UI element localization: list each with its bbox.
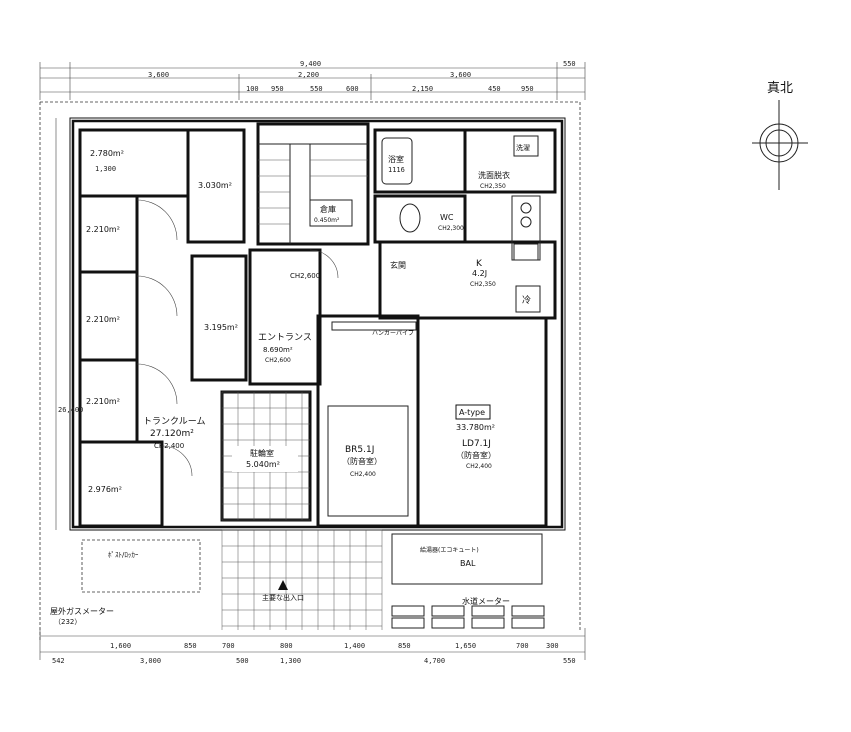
dim-bottom-1-3: 700 (222, 642, 235, 650)
water-meter-box (511, 617, 545, 629)
dim-top-sub-7: 950 (521, 85, 534, 93)
ld-sub: （防音室） (456, 450, 496, 460)
dim-top-total: 9,400 (300, 60, 321, 68)
bal-label: BAL (460, 559, 476, 568)
dim-top-sub-5: 2,150 (412, 85, 433, 93)
water-meter-box (391, 605, 425, 617)
dim-top-sub-6: 450 (488, 85, 501, 93)
br-name: BR5.1J (345, 445, 374, 455)
wc-ch: CH2,300 (438, 225, 464, 232)
storage5-area: 2.210m² (86, 397, 120, 406)
left-dimensions: 26,400 (55, 118, 83, 530)
kura-name: 倉庫 (320, 204, 336, 214)
water-meter-box (431, 605, 465, 617)
dim-bottom-1-2: 850 (184, 642, 197, 650)
wash-name: 洗面脱衣 (478, 170, 510, 180)
storage1-sub: 1,300 (95, 165, 116, 173)
dim-bottom-1-1: 1,600 (110, 642, 131, 650)
dim-top-1: 3,600 (148, 71, 169, 79)
dim-bottom-1-7: 1,650 (455, 642, 476, 650)
bike-room-name: 駐輪室 (250, 448, 274, 458)
main-entrance-label: 主要な出入口 (262, 593, 304, 602)
kitchen-ch: CH2,350 (470, 281, 496, 288)
bike-room-area: 5.040m² (246, 460, 280, 469)
washing-label: 洗濯 (516, 143, 530, 152)
gas-meter-sub: （232） (54, 618, 81, 626)
dim-top-right-extra: 550 (563, 60, 576, 68)
dim-top-sub-2: 950 (271, 85, 284, 93)
wet-area: 浴室 1116 洗面脱衣 CH2,350 洗濯 WC CH2,300 (373, 128, 557, 244)
dim-bottom-1-5: 1,400 (344, 642, 365, 650)
dim-top-sub-4: 600 (346, 85, 359, 93)
trunk-room-ch: CH2,400 (154, 442, 184, 450)
approach: 主要な出入口 ﾎﾟｽﾄ/ﾛｯｶｰ (81, 529, 383, 630)
dim-top-sub-3: 550 (310, 85, 323, 93)
dim-bottom-1-4: 800 (280, 642, 293, 650)
entrance-name: エントランス (258, 332, 312, 343)
dim-top-sub-1: 100 (246, 85, 259, 93)
trunk-room-name: トランクルーム (143, 416, 205, 427)
trunk-room-area: 27.120m² (150, 429, 194, 439)
bedroom: BR5.1J （防音室） CH2,400 ハンガーパイプ (316, 314, 420, 528)
bath-name: 浴室 (388, 154, 404, 164)
storage-mid-area: 3.195m² (204, 323, 238, 332)
atype-area: 33.780m² (456, 423, 495, 432)
living-dining: A-type 33.780m² LD7.1J （防音室） CH2,400 (416, 316, 548, 528)
storage3-area: 2.210m² (86, 225, 120, 234)
genkan-name: 玄関 (390, 260, 406, 270)
bath-size: 1116 (388, 166, 405, 174)
dim-bottom-1-9: 300 (546, 642, 559, 650)
water-meter-label: 水道メーター (462, 596, 510, 606)
fridge-label: 冷 (522, 294, 531, 306)
storage1-area: 2.780m² (90, 149, 124, 158)
storage4-area: 2.210m² (86, 315, 120, 324)
water-meter-box (511, 605, 545, 617)
dim-bottom-1-8: 700 (516, 642, 529, 650)
water-meter-box (471, 617, 505, 629)
hall-ch: CH2,600 (290, 272, 320, 280)
dim-bottom-1-6: 850 (398, 642, 411, 650)
water-meter-box (431, 617, 465, 629)
kitchen-size: 4.2J (472, 269, 487, 278)
entrance-area: 8.690m² (263, 346, 293, 354)
balcony: 給湯器(エコキュート) BAL (391, 533, 543, 585)
atype-label: A-type (459, 408, 485, 417)
entrance-ch: CH2,600 (265, 357, 291, 364)
north-arrow: 真北 (752, 81, 808, 190)
gas-meter-label: 屋外ガスメーター (50, 606, 114, 616)
kitchen-name: K (476, 259, 483, 269)
bal-note: 給湯器(エコキュート) (420, 546, 479, 554)
meters: 屋外ガスメーター （232） 水道メーター (50, 596, 545, 629)
top-dimensions: 9,400 550 3,600 2,200 3,600 100 950 550 … (39, 60, 586, 100)
storage-column: 2.780m² 1,300 3.030m² 2.210m² 2.210m² 2.… (78, 128, 248, 528)
mailbox-label: ﾎﾟｽﾄ/ﾛｯｶｰ (108, 551, 139, 559)
dim-bottom-2-2: 3,000 (140, 657, 161, 665)
water-meter-box (471, 605, 505, 617)
wash-ch: CH2,350 (480, 183, 506, 190)
dim-top-2: 2,200 (298, 71, 319, 79)
dim-left-total: 26,400 (58, 406, 83, 414)
north-label: 真北 (767, 81, 793, 96)
dim-top-3: 3,600 (450, 71, 471, 79)
storage2-area: 3.030m² (198, 181, 232, 190)
br-sub: （防音室） (342, 456, 382, 466)
bicycle-room: 駐輪室 5.040m² (220, 390, 312, 522)
br-ch: CH2,400 (350, 471, 376, 478)
wc-name: WC (440, 213, 454, 222)
dim-bottom-2-4: 1,300 (280, 657, 301, 665)
ld-ch: CH2,400 (466, 463, 492, 470)
storage6-area: 2.976m² (88, 485, 122, 494)
hanger-label: ハンガーパイプ (372, 329, 414, 337)
dim-bottom-2-5: 4,700 (424, 657, 445, 665)
water-meter-box (391, 617, 425, 629)
stair-core: 倉庫 0.450m² CH2,600 (256, 122, 370, 280)
dim-bottom-2-1: 542 (52, 657, 65, 665)
dim-bottom-2-6: 550 (563, 657, 576, 665)
ld-name: LD7.1J (462, 439, 491, 449)
kura-area: 0.450m² (314, 217, 340, 224)
kitchen-area: 玄関 K 4.2J CH2,350 冷 (378, 195, 557, 320)
dim-bottom-2-3: 500 (236, 657, 249, 665)
bottom-dimensions: 1,600 850 700 800 1,400 850 1,650 700 30… (39, 628, 586, 665)
